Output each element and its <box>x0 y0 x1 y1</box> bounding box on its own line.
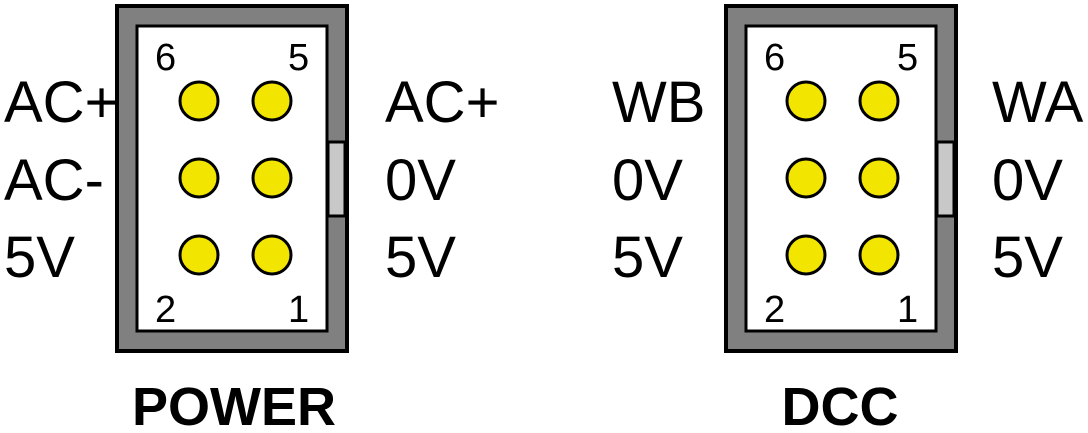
power-pin-3 <box>251 157 293 199</box>
dcc-pin-number-6: 6 <box>764 37 785 79</box>
dcc-left-label-row-1: WB <box>612 70 705 135</box>
power-left-label-row-2: AC- <box>4 148 104 213</box>
dcc-pin-4 <box>785 157 827 199</box>
dcc-key-tab <box>935 140 956 218</box>
power-pin-2 <box>178 234 220 276</box>
power-right-label-row-1: AC+ <box>385 70 499 135</box>
power-pin-number-2: 2 <box>155 289 176 331</box>
power-right-label-row-2: 0V <box>385 148 456 213</box>
power-key-tab <box>326 140 347 218</box>
power-pin-5 <box>251 80 293 122</box>
power-pin-number-1: 1 <box>288 289 309 331</box>
power-pin-4 <box>178 157 220 199</box>
power-pin-number-5: 5 <box>288 37 309 79</box>
dcc-connector: WB 0V 5V 6 5 2 1 WA 0V 5V DCC <box>612 4 1084 433</box>
dcc-right-label-row-2: 0V <box>992 148 1063 213</box>
dcc-right-label-row-1: WA <box>992 70 1084 135</box>
power-pin-number-6: 6 <box>155 37 176 79</box>
dcc-pin-2 <box>785 234 827 276</box>
power-pin-6 <box>178 80 220 122</box>
dcc-left-label-row-2: 0V <box>612 148 683 213</box>
dcc-pin-number-1: 1 <box>897 289 918 331</box>
power-pin-1 <box>251 234 293 276</box>
power-left-label-row-1: AC+ <box>4 70 118 135</box>
dcc-pin-3 <box>858 157 900 199</box>
power-housing-interior <box>135 24 329 333</box>
dcc-connector-title: DCC <box>782 377 899 433</box>
dcc-pin-5 <box>858 80 900 122</box>
dcc-pin-number-5: 5 <box>897 37 918 79</box>
power-left-label-row-3: 5V <box>4 225 75 290</box>
dcc-housing-interior <box>744 24 938 333</box>
power-right-label-row-3: 5V <box>385 225 456 290</box>
dcc-pin-6 <box>785 80 827 122</box>
dcc-left-label-row-3: 5V <box>612 225 683 290</box>
dcc-pin-1 <box>858 234 900 276</box>
power-connector: AC+ AC- 5V 6 5 2 1 AC+ 0V 5V POWER <box>4 4 499 433</box>
dcc-pin-number-2: 2 <box>764 289 785 331</box>
dcc-right-label-row-3: 5V <box>992 225 1063 290</box>
power-connector-title: POWER <box>132 377 336 433</box>
